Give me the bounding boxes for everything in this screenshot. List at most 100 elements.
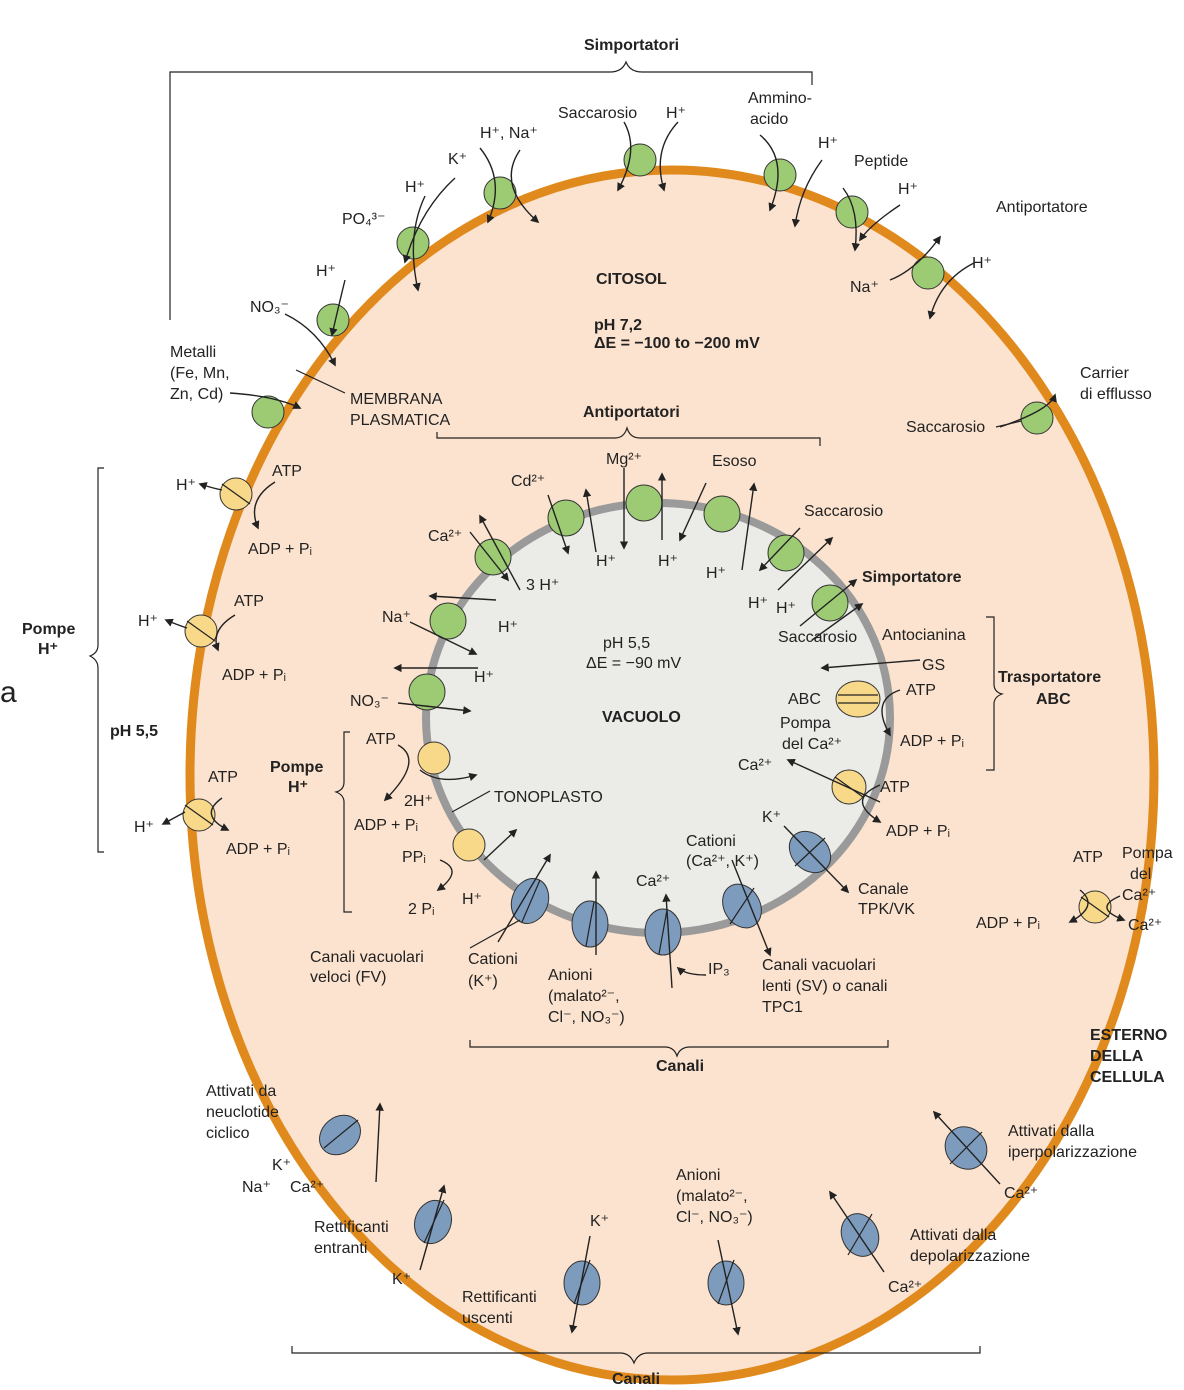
pump1-adp: ADP + Pᵢ bbox=[248, 541, 312, 558]
vac-h-ppi: H⁺ bbox=[462, 891, 482, 908]
h-peptide: H⁺ bbox=[898, 181, 918, 198]
metals-1: Metalli bbox=[170, 344, 216, 361]
cd-antiporter bbox=[548, 500, 584, 536]
outward-k: K⁺ bbox=[590, 1213, 609, 1230]
vac-atp: ATP bbox=[366, 731, 396, 748]
ca-pump-atp: ATP bbox=[880, 779, 910, 796]
symporter-vac-title: Simportatore bbox=[862, 569, 962, 586]
cyclic-3: ciclico bbox=[206, 1125, 250, 1142]
h3-label: 3 H⁺ bbox=[526, 577, 559, 594]
ca-pump-adp: ADP + Pᵢ bbox=[886, 823, 950, 840]
saccarosio-vac: Saccarosio bbox=[804, 503, 883, 520]
hyperpol-2: iperpolarizzazione bbox=[1008, 1144, 1137, 1161]
outward-2: uscenti bbox=[462, 1310, 513, 1327]
pm-pump-3: Ca²⁺ bbox=[1122, 887, 1156, 904]
esoso-label: Esoso bbox=[712, 453, 757, 470]
abc-transporter bbox=[836, 681, 880, 717]
h-na: H⁺, Na⁺ bbox=[480, 125, 538, 142]
pump3-adp: ADP + Pᵢ bbox=[226, 841, 290, 858]
exterior-3: CELLULA bbox=[1090, 1069, 1165, 1086]
antocianina: Antocianina bbox=[882, 627, 966, 644]
sv-2: lenti (SV) o canali bbox=[762, 978, 887, 995]
sv-1: Canali vacuolari bbox=[762, 957, 876, 974]
cyclic-ca: Ca²⁺ bbox=[290, 1179, 324, 1196]
vacuole-ph: pH 5,5 bbox=[603, 635, 650, 652]
antiporters-vac-title: Antiportatori bbox=[583, 404, 680, 421]
po4-label: PO₄³⁻ bbox=[342, 211, 385, 228]
abc-1: Trasportatore bbox=[998, 669, 1101, 686]
gs-label: GS bbox=[922, 657, 945, 674]
h-sym-1: H⁺ bbox=[748, 595, 768, 612]
ca-pump-vac: Ca²⁺ bbox=[738, 757, 772, 774]
abc-atp: ATP bbox=[906, 682, 936, 699]
pumps-left-1: Pompe bbox=[22, 621, 75, 638]
carrier-2: di efflusso bbox=[1080, 386, 1152, 403]
membrane-2: PLASMATICA bbox=[350, 412, 451, 429]
pm-pump-adp: ADP + Pᵢ bbox=[976, 915, 1040, 932]
cytosol-ph: pH 7,2 bbox=[594, 317, 642, 334]
h-antiport: H⁺ bbox=[972, 255, 992, 272]
k-tpk: K⁺ bbox=[762, 809, 781, 826]
h-no3-vac: H⁺ bbox=[474, 669, 494, 686]
na-vac: Na⁺ bbox=[382, 609, 411, 626]
pompa-ca-1: Pompa bbox=[780, 715, 831, 732]
anions-vac-3: Cl⁻, NO₃⁻) bbox=[548, 1009, 625, 1026]
inward-2: entranti bbox=[314, 1240, 367, 1257]
pm-pump-2: del bbox=[1130, 866, 1151, 883]
h-cd: H⁺ bbox=[596, 553, 616, 570]
cyclic-k: K⁺ bbox=[272, 1157, 291, 1174]
no3-vac: NO₃⁻ bbox=[350, 693, 389, 710]
cations-sv-2: (Ca²⁺, K⁺) bbox=[686, 853, 759, 870]
vac-adp: ADP + Pᵢ bbox=[354, 817, 418, 834]
saccarosio-efflux: Saccarosio bbox=[906, 419, 985, 436]
vacuole-potential: ΔE = −90 mV bbox=[586, 655, 682, 672]
pm-pump-ca: Ca²⁺ bbox=[1128, 917, 1162, 934]
channels-vac-title: Canali bbox=[656, 1058, 704, 1075]
h-na-vac: H⁺ bbox=[498, 619, 518, 636]
h-no3: H⁺ bbox=[316, 263, 336, 280]
pump1-h: H⁺ bbox=[176, 477, 196, 494]
k-sym: K⁺ bbox=[448, 151, 467, 168]
cd-label: Cd²⁺ bbox=[511, 473, 545, 490]
cytosol-potential: ΔE = −100 to −200 mV bbox=[594, 335, 760, 352]
membrane-1: MEMBRANA bbox=[350, 391, 443, 408]
pump3-h: H⁺ bbox=[134, 819, 154, 836]
pump1-atp: ATP bbox=[272, 463, 302, 480]
pump2-h: H⁺ bbox=[138, 613, 158, 630]
amino-1: Ammino- bbox=[748, 90, 812, 107]
pump2-atp: ATP bbox=[234, 593, 264, 610]
anions-pm-3: Cl⁻, NO₃⁻) bbox=[676, 1209, 753, 1226]
amino-2: acido bbox=[750, 111, 788, 128]
cyclic-na: Na⁺ bbox=[242, 1179, 271, 1196]
na-antiport: Na⁺ bbox=[850, 279, 879, 296]
aminoacid-symporter bbox=[764, 159, 796, 191]
v-atpase bbox=[418, 742, 450, 774]
saccarosio-sym: Saccarosio bbox=[778, 629, 857, 646]
cyclic-2: neuclotide bbox=[206, 1104, 279, 1121]
peptide-symporter bbox=[836, 196, 868, 228]
cations-sv-1: Cationi bbox=[686, 833, 736, 850]
h-mg: H⁺ bbox=[658, 553, 678, 570]
depol-ca: Ca²⁺ bbox=[888, 1279, 922, 1296]
no3-label: NO₃⁻ bbox=[250, 299, 289, 316]
carrier-1: Carrier bbox=[1080, 365, 1130, 382]
mg-label: Mg²⁺ bbox=[606, 451, 642, 468]
cyclic-1: Attivati da bbox=[206, 1083, 276, 1100]
pm-pump-1: Pompa bbox=[1122, 845, 1173, 862]
vac-2pi: 2 Pᵢ bbox=[408, 901, 435, 918]
exterior-1: ESTERNO bbox=[1090, 1027, 1167, 1044]
anions-pm-2: (malato²⁻, bbox=[676, 1188, 748, 1205]
sucrose-antiporter bbox=[768, 535, 804, 571]
depol-2: depolarizzazione bbox=[910, 1248, 1030, 1265]
mg-antiporter bbox=[626, 485, 662, 521]
pumps-left-2: H⁺ bbox=[38, 641, 58, 658]
inward-k: K⁺ bbox=[392, 1271, 411, 1288]
symporters-title: Simportatori bbox=[584, 37, 679, 54]
depol-1: Attivati dalla bbox=[910, 1227, 996, 1244]
sv-3: TPC1 bbox=[762, 999, 803, 1016]
v-ppase bbox=[453, 829, 485, 861]
ip3-label: IP₃ bbox=[708, 961, 730, 978]
h-top: H⁺ bbox=[666, 105, 686, 122]
pm-pump-atp: ATP bbox=[1073, 849, 1103, 866]
